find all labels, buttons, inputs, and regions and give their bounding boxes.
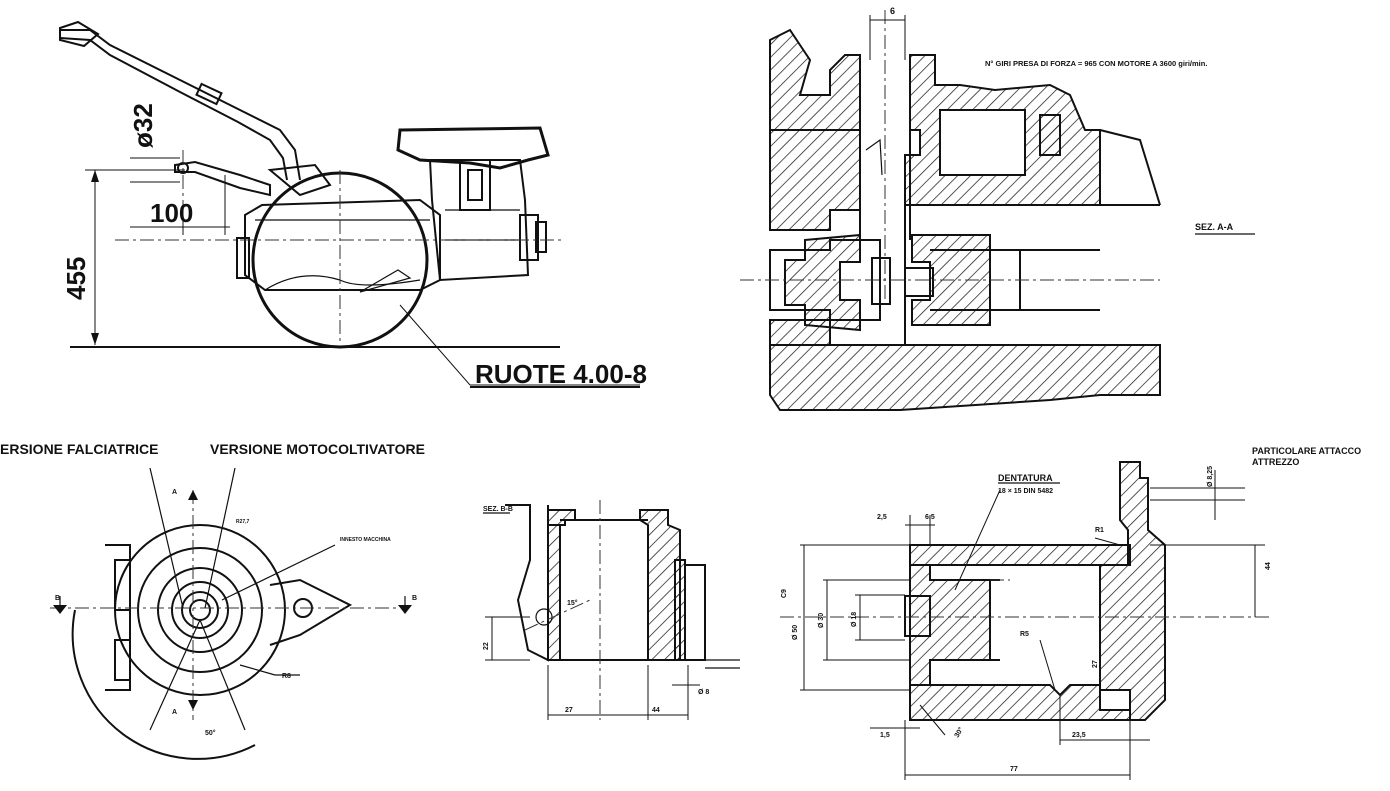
detail-dim-d50: Ø 50	[792, 625, 799, 640]
detail-dim-r5: R5	[1020, 631, 1029, 638]
engine	[396, 126, 550, 282]
dentatura-label: DENTATURA	[998, 473, 1053, 483]
detail-title-2: ATTREZZO	[1252, 457, 1299, 467]
angle-50: 50°	[205, 729, 216, 737]
detail-dim-d30: Ø 30	[818, 613, 825, 628]
detail-dim-r1: R1	[1095, 527, 1104, 534]
section-bb-view: SEZ. B-B 15° 27 44 Ø 8 22	[483, 500, 740, 720]
radius-r27: R27,7	[236, 519, 250, 525]
dimension-455	[85, 169, 185, 345]
side-view-machine: 100 ø32 455 RUOTE 4.00-8	[59, 20, 647, 389]
label-innesto: INNESTO MACCHINA	[340, 537, 391, 543]
mark-b-left: B	[55, 595, 60, 602]
mark-a-top: A	[172, 489, 177, 496]
mark-b-right: B	[412, 595, 417, 602]
detail-dim-c9: C9	[781, 589, 788, 598]
detail-dim-23-5: 23,5	[1072, 732, 1086, 739]
tow-arm	[174, 160, 271, 197]
pto-note: N° GIRI PRESA DI FORZA = 965 CON MOTORE …	[985, 59, 1207, 68]
detail-dim-44: 44	[1265, 562, 1272, 570]
detail-dim-1-5: 1,5	[880, 732, 890, 739]
bb-dim-side: 22	[483, 642, 490, 650]
detail-dim-6-5: 6,5	[925, 514, 935, 521]
radius-r8: R8	[282, 673, 291, 680]
label-motocoltivatore: VERSIONE MOTOCOLTIVATORE	[210, 441, 425, 457]
dentatura-spec: 18 × 15 DIN 5482	[998, 488, 1053, 495]
detail-title-1: PARTICOLARE ATTACCO	[1252, 446, 1361, 456]
detail-dim-30deg: 30°	[953, 726, 965, 739]
label-falciatrice: ERSIONE FALCIATRICE	[0, 441, 158, 457]
detail-dim-27: 27	[1092, 660, 1099, 668]
dimension-100	[130, 175, 230, 235]
mark-a-bottom: A	[172, 709, 177, 716]
section-bb-label: SEZ. B-B	[483, 506, 513, 513]
wheels-leader	[399, 304, 640, 386]
bb-dim-44: 44	[652, 707, 660, 714]
dimension-d32	[130, 157, 180, 183]
detail-attachment-view: PARTICOLARE ATTACCO ATTREZZO DENTATURA 1…	[780, 446, 1361, 780]
front-view: ERSIONE FALCIATRICE VERSIONE MOTOCOLTIVA…	[0, 441, 425, 760]
dim-d32-label: ø32	[128, 103, 158, 148]
detail-dim-77: 77	[1010, 766, 1018, 773]
detail-dim-d8-25: Ø 8,25	[1207, 466, 1214, 487]
dim-100-label: 100	[150, 198, 193, 228]
section-aa-label: SEZ. A-A	[1195, 222, 1234, 232]
bb-dim-27: 27	[565, 707, 573, 714]
sec-aa-dim-6: 6	[890, 6, 895, 16]
bb-dim-d8: Ø 8	[698, 689, 709, 696]
handlebar	[59, 20, 332, 197]
detail-dim-d18: Ø 18	[851, 612, 858, 627]
bb-angle: 15°	[567, 599, 578, 607]
wheels-label: RUOTE 4.00-8	[475, 359, 647, 389]
dim-455-label: 455	[61, 257, 91, 300]
detail-dim-2-5: 2,5	[877, 514, 887, 521]
section-aa-view: 6 N° GIRI PRESA DI FORZA = 965 CON MOTOR…	[740, 6, 1255, 411]
